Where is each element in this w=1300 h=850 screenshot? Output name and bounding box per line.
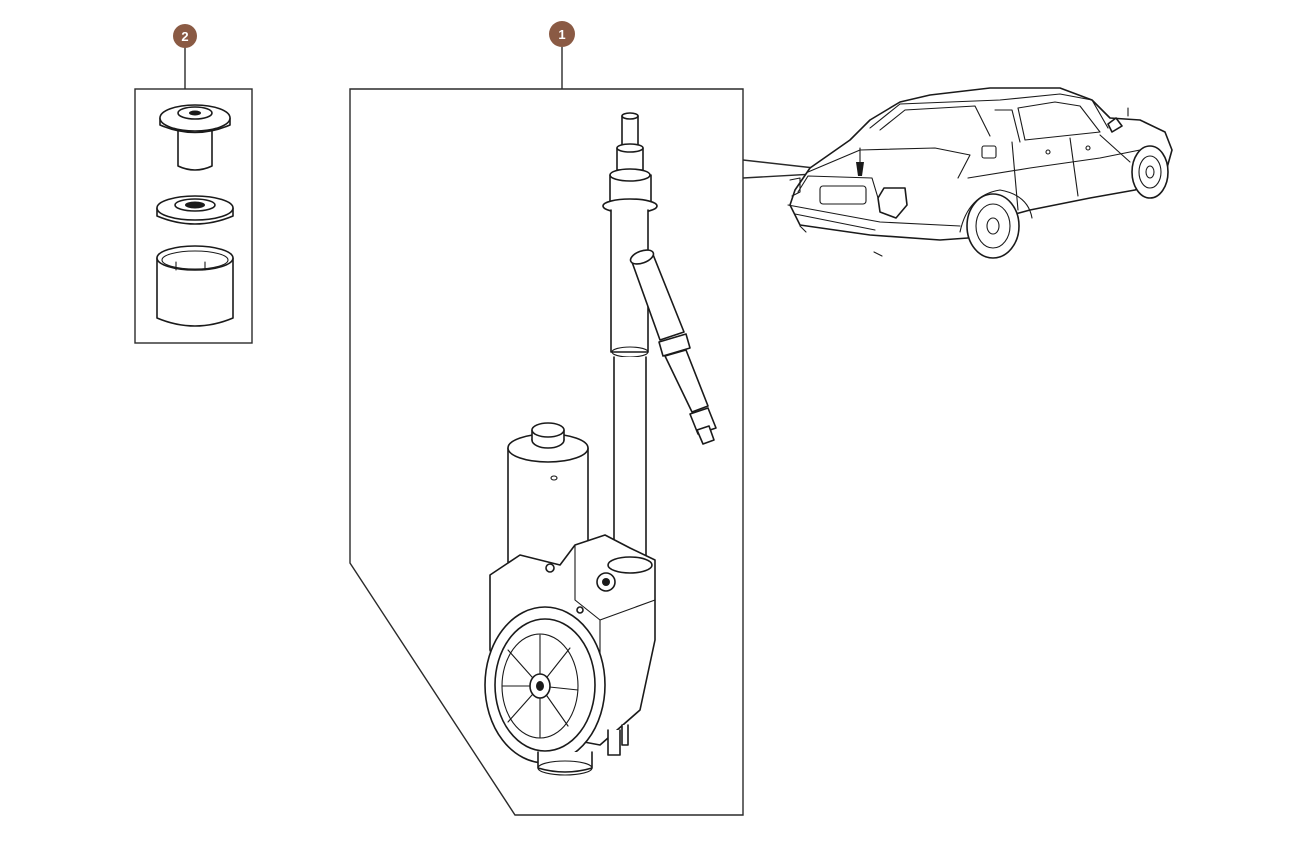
- antenna-assembly-frame: [349, 88, 744, 816]
- callout-2-number: 2: [181, 29, 188, 44]
- sleeve-icon: [156, 245, 234, 327]
- washer-icon: [156, 195, 234, 225]
- callout-1-badge[interactable]: [549, 21, 575, 47]
- car-location-icon: [787, 87, 1173, 259]
- reel-spokes-icon: [501, 634, 579, 739]
- flanged-grommet-icon: [159, 104, 231, 171]
- antenna-assembly-icon: [484, 112, 717, 776]
- grommet-kit-frame: [134, 88, 253, 344]
- callout-1[interactable]: 1: [549, 21, 575, 89]
- callout-1-number: 1: [558, 27, 565, 42]
- callout-2-badge[interactable]: [173, 24, 197, 48]
- grommet-kit-parts: [156, 104, 234, 327]
- callout-2[interactable]: 2: [173, 24, 197, 89]
